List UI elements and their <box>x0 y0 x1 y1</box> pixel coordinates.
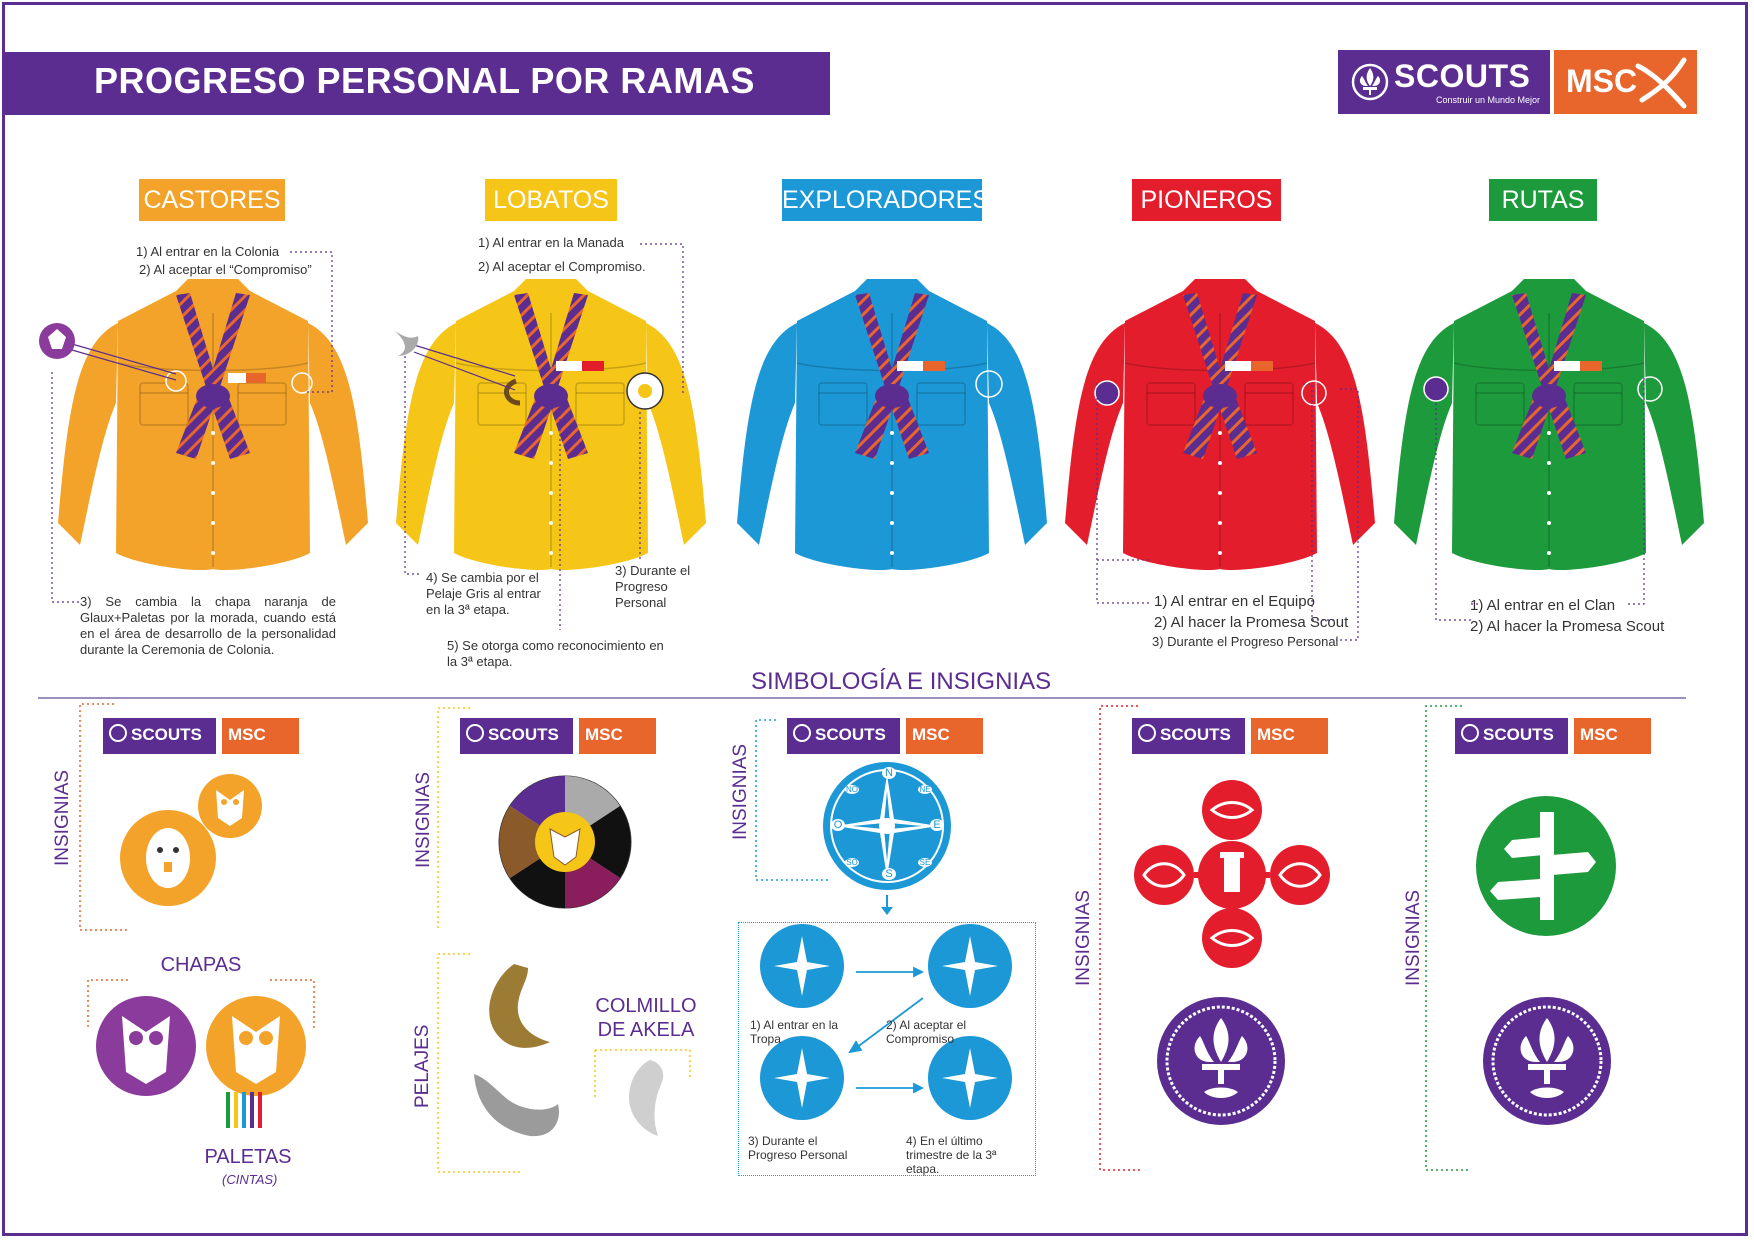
fleur-de-lis-icon <box>793 724 811 742</box>
branch-label-castores: CASTORES <box>139 179 285 221</box>
mini-scouts-logo: SCOUTS <box>1132 718 1245 754</box>
mini-msc-text: MSC <box>585 725 623 744</box>
lobatos-ann-4: 4) Se cambia por el Pelaje Gris al entra… <box>426 570 541 617</box>
mini-msc-text: MSC <box>228 725 266 744</box>
fleur-de-lis-icon <box>466 724 484 742</box>
pioneros-promise-badge <box>1157 997 1285 1125</box>
pelajes-furs <box>474 964 559 1137</box>
compass-label-o: O <box>831 819 845 831</box>
shirt-exploradores <box>737 279 1047 571</box>
mini-scouts-logo: SCOUTS <box>103 718 216 754</box>
paletas-label: PALETAS <box>204 1146 292 1168</box>
mini-msc-logo: MSC <box>1251 718 1328 754</box>
shirt-pioneros <box>1065 279 1375 571</box>
compass-label-no: NO <box>845 785 859 794</box>
title-bar <box>4 52 830 115</box>
compass-label-ne: NE <box>918 785 932 794</box>
lobatos-ann-3: 3) Durante el Progreso Personal <box>615 563 691 610</box>
fleur-de-lis-icon <box>1461 724 1479 742</box>
pioneros-ann-2: 2) Al hacer la Promesa Scout <box>1154 614 1349 631</box>
chapas-badges <box>96 996 306 1128</box>
exploradores-progression-box <box>738 922 1036 1176</box>
section-divider <box>38 697 1686 699</box>
rutas-signpost-badge <box>1476 796 1616 936</box>
mini-msc-logo: MSC <box>1574 718 1651 754</box>
mini-msc-text: MSC <box>1580 725 1618 744</box>
castores-insignias <box>120 774 262 906</box>
mini-logos-exploradores: SCOUTS MSC <box>787 718 983 754</box>
cintas-label: (CINTAS) <box>222 1172 278 1187</box>
mini-scouts-logo: SCOUTS <box>1455 718 1568 754</box>
mini-logos-castores: SCOUTS MSC <box>103 718 299 754</box>
castores-purple-chapa-small <box>39 323 75 359</box>
chapas-label: CHAPAS <box>160 954 242 976</box>
lobatos-grey-fur-small <box>394 330 419 356</box>
mini-logos-lobatos: SCOUTS MSC <box>460 718 656 754</box>
exploradores-step-1: 1) Al entrar en la Tropa <box>750 1018 839 1046</box>
shirt-lobatos <box>396 279 706 571</box>
compass-label-so: SO <box>845 858 859 867</box>
exploradores-step-2: 2) Al aceptar el Compromiso <box>886 1018 967 1046</box>
compass-label-s: S <box>882 868 896 880</box>
shirt-castores <box>58 279 368 571</box>
castores-ann-2: 2) Al aceptar el “Compromiso” <box>139 262 312 277</box>
branch-label-lobatos: LOBATOS <box>485 179 617 221</box>
exploradores-progression <box>760 924 1012 1120</box>
castores-ann-1: 1) Al entrar en la Colonia <box>136 244 280 259</box>
scouts-logo: SCOUTS Construir un Mundo Mejor <box>1338 50 1550 114</box>
compass-label-se: SE <box>918 858 932 867</box>
lobatos-wheel <box>498 775 632 909</box>
colmillo-fang <box>628 1060 664 1136</box>
mini-msc-logo: MSC <box>906 718 983 754</box>
mini-msc-text: MSC <box>1257 725 1295 744</box>
mini-scouts-text: SCOUTS <box>488 725 559 744</box>
section-title: SIMBOLOGÍA E INSIGNIAS <box>751 668 1052 695</box>
mini-scouts-logo: SCOUTS <box>787 718 900 754</box>
pioneros-ann-3: 3) Durante el Progreso Personal <box>1152 634 1339 649</box>
mini-scouts-logo: SCOUTS <box>460 718 573 754</box>
mini-scouts-text: SCOUTS <box>815 725 886 744</box>
lobatos-ann-2: 2) Al aceptar el Compromiso. <box>478 259 646 274</box>
msc-logo-text: MSC <box>1566 63 1638 99</box>
mini-scouts-text: SCOUTS <box>131 725 202 744</box>
mini-msc-text: MSC <box>912 725 950 744</box>
fleur-de-lis-icon <box>1138 724 1156 742</box>
lobatos-ann-5: 5) Se otorga como reconocimiento en la 3… <box>447 638 664 669</box>
fleur-de-lis-icon <box>1351 63 1389 101</box>
page-title: PROGRESO PERSONAL POR RAMAS <box>94 60 755 101</box>
mini-msc-logo: MSC <box>579 718 656 754</box>
exploradores-step-4: 4) En el último trimestre de la 3ª etapa… <box>906 1134 997 1176</box>
fleur-de-lis-icon <box>109 724 127 742</box>
mini-scouts-text: SCOUTS <box>1160 725 1231 744</box>
mini-logos-rutas: SCOUTS MSC <box>1455 718 1651 754</box>
scouts-logo-text: SCOUTS <box>1394 58 1531 94</box>
lobatos-ann-1: 1) Al entrar en la Manada <box>478 235 624 250</box>
branch-label-rutas: RUTAS <box>1489 179 1597 221</box>
branch-label-exploradores: EXPLORADORES <box>782 179 989 221</box>
exploradores-step-3: 3) Durante el Progreso Personal <box>748 1134 848 1162</box>
rutas-ann-2: 2) Al hacer la Promesa Scout <box>1470 618 1665 635</box>
colmillo-label: COLMILLO DE AKELA <box>595 995 697 1041</box>
msc-swoosh-icon <box>1635 57 1687 109</box>
compass-label-e: E <box>930 819 944 831</box>
rutas-ann-1: 1) Al entrar en el Clan <box>1470 597 1616 614</box>
rutas-promise-badge <box>1483 997 1611 1125</box>
arrow-down-icon <box>881 895 893 915</box>
mini-scouts-text: SCOUTS <box>1483 725 1554 744</box>
scouts-logo-tagline: Construir un Mundo Mejor <box>1436 95 1541 105</box>
castores-ann-3: 3) Se cambia la chapa naranja de Glaux+P… <box>80 594 336 657</box>
mini-msc-logo: MSC <box>222 718 299 754</box>
branch-label-pioneros: PIONEROS <box>1132 179 1281 221</box>
msc-logo: MSC <box>1554 50 1697 114</box>
pioneros-knots-badge <box>1134 780 1330 968</box>
compass-label-n: N <box>882 767 896 779</box>
mini-logos-pioneros: SCOUTS MSC <box>1132 718 1328 754</box>
pioneros-ann-1: 1) Al entrar en el Equipo <box>1154 593 1315 610</box>
